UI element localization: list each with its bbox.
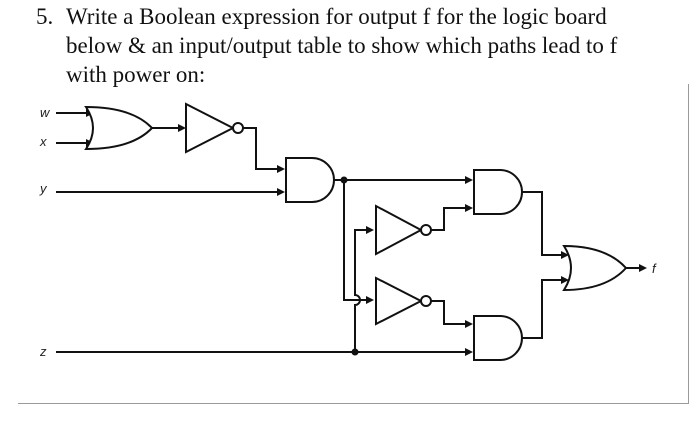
wire-or1-to-not1 [152,124,186,132]
question-line-1: Write a Boolean expression for output f … [66,4,607,29]
wire-not3-to-and3 [431,300,473,328]
and-gate-3 [473,315,523,361]
logic-board-frame [18,84,689,404]
wire-not1-to-and1 [243,127,285,173]
wire-z [56,226,473,356]
and-gate-1 [285,157,335,203]
wire-not2-to-and2 [431,204,473,231]
and-gate-2 [473,169,523,215]
question-text: 5. Write a Boolean expression for output … [36,2,686,89]
input-label-z: z [39,344,47,359]
or-gate-1 [84,105,154,151]
wire-y [56,188,285,196]
not-gate-3 [375,276,432,326]
not-gate-2 [375,204,432,256]
or-gate-2 [562,244,628,292]
question-number: 5. [36,4,54,29]
wire-output-f [626,264,647,272]
output-label-f: f [652,261,657,276]
wire-and1-output [334,176,473,304]
input-label-x: x [39,134,47,149]
input-label-w: w [40,105,51,120]
wire-and3-to-or2 [522,276,569,339]
wire-and2-to-or2 [522,191,569,259]
not-gate-1 [185,102,244,154]
question-line-3: with power on: [66,62,206,87]
question-line-2: below & an input/output table to show wh… [66,33,618,58]
input-label-y: y [39,181,48,196]
